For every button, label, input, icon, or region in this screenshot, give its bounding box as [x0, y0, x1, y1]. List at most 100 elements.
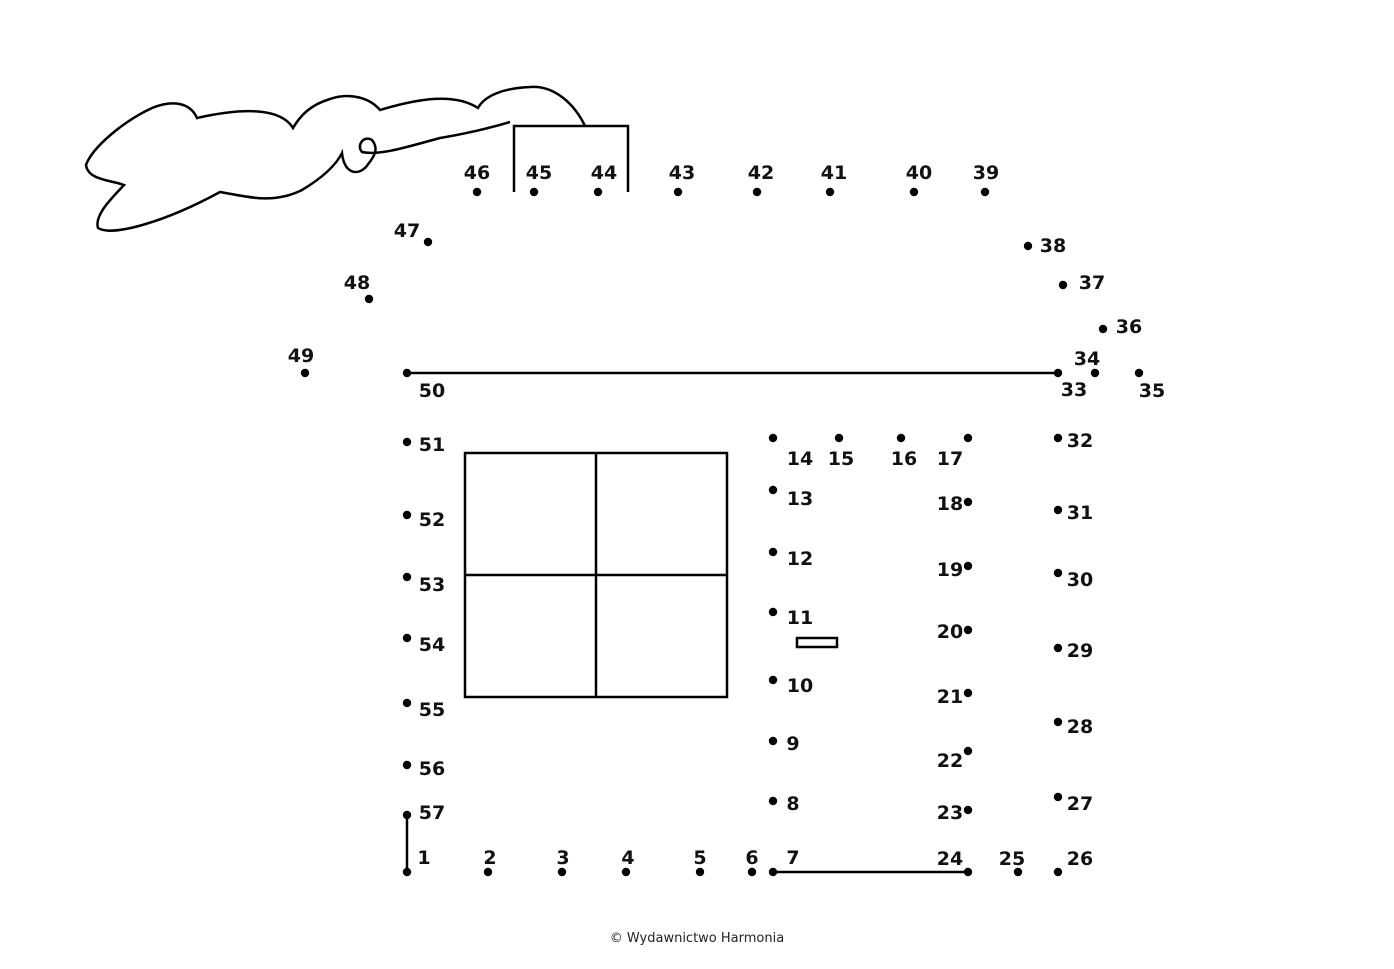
dot-label-51: 51 — [419, 434, 445, 456]
dot-39 — [980, 187, 990, 197]
dot-46 — [472, 187, 482, 197]
dot-23 — [963, 805, 973, 815]
dot-label-7: 7 — [786, 847, 799, 869]
dot-label-34: 34 — [1074, 348, 1100, 370]
dot-label-47: 47 — [394, 220, 420, 242]
dot-8 — [768, 796, 778, 806]
dot-48 — [364, 294, 374, 304]
dot-57 — [402, 810, 412, 820]
dot-16 — [896, 433, 906, 443]
dot-50 — [402, 368, 412, 378]
dot-42 — [752, 187, 762, 197]
dot-14 — [768, 433, 778, 443]
dot-label-43: 43 — [669, 162, 695, 184]
dot-44 — [593, 187, 603, 197]
dot-label-54: 54 — [419, 634, 445, 656]
dot-21 — [963, 688, 973, 698]
dot-label-16: 16 — [891, 448, 917, 470]
dot-label-14: 14 — [787, 448, 813, 470]
chimney — [512, 124, 630, 192]
dot-2 — [483, 867, 493, 877]
dot-41 — [825, 187, 835, 197]
dot-28 — [1053, 717, 1063, 727]
dot-label-3: 3 — [556, 847, 569, 869]
dot-label-53: 53 — [419, 574, 445, 596]
dot-label-9: 9 — [786, 733, 799, 755]
dot-label-4: 4 — [621, 847, 634, 869]
dot-label-38: 38 — [1040, 235, 1066, 257]
dot-27 — [1053, 792, 1063, 802]
dot-label-40: 40 — [906, 162, 932, 184]
dot-9 — [768, 736, 778, 746]
dot-31 — [1053, 505, 1063, 515]
dot-label-30: 30 — [1067, 569, 1093, 591]
dot-37 — [1058, 280, 1068, 290]
dot-11 — [768, 607, 778, 617]
dot-32 — [1053, 433, 1063, 443]
dot-label-5: 5 — [693, 847, 706, 869]
dot-label-12: 12 — [787, 548, 813, 570]
dot-47 — [423, 237, 433, 247]
dot-label-6: 6 — [745, 847, 758, 869]
dot-29 — [1053, 643, 1063, 653]
dot-1 — [402, 867, 412, 877]
smoke-outline — [84, 85, 587, 232]
dot-label-11: 11 — [787, 607, 813, 629]
dot-33 — [1053, 368, 1063, 378]
dot-label-45: 45 — [526, 162, 552, 184]
dot-26 — [1053, 867, 1063, 877]
dot-18 — [963, 497, 973, 507]
dot-label-56: 56 — [419, 758, 445, 780]
dot-label-49: 49 — [288, 345, 314, 367]
dot-label-41: 41 — [821, 162, 847, 184]
dot-15 — [834, 433, 844, 443]
dot-34 — [1090, 368, 1100, 378]
dot-24 — [963, 867, 973, 877]
dot-label-52: 52 — [419, 509, 445, 531]
copyright-text: © Wydawnictwo Harmonia — [609, 931, 785, 946]
dot-43 — [673, 187, 683, 197]
dot-label-31: 31 — [1067, 502, 1093, 524]
dot-label-23: 23 — [937, 802, 963, 824]
dot-label-20: 20 — [937, 621, 963, 643]
dot-13 — [768, 485, 778, 495]
dot-6 — [747, 867, 757, 877]
dot-label-27: 27 — [1067, 793, 1093, 815]
dot-22 — [963, 746, 973, 756]
dot-label-55: 55 — [419, 699, 445, 721]
dot-label-2: 2 — [483, 847, 496, 869]
dot-52 — [402, 510, 412, 520]
dot-45 — [529, 187, 539, 197]
dot-19 — [963, 561, 973, 571]
dot-40 — [909, 187, 919, 197]
dot-5 — [695, 867, 705, 877]
dot-label-25: 25 — [999, 848, 1025, 870]
dot-10 — [768, 675, 778, 685]
dot-53 — [402, 572, 412, 582]
dot-label-48: 48 — [344, 272, 370, 294]
dot-55 — [402, 698, 412, 708]
dot-label-8: 8 — [786, 793, 799, 815]
dot-label-24: 24 — [937, 848, 963, 870]
dot-4 — [621, 867, 631, 877]
dot-label-22: 22 — [937, 750, 963, 772]
dot-label-37: 37 — [1079, 272, 1105, 294]
dot-7 — [768, 867, 778, 877]
dot-20 — [963, 625, 973, 635]
dot-label-39: 39 — [973, 162, 999, 184]
dot-56 — [402, 760, 412, 770]
dot-51 — [402, 437, 412, 447]
dot-label-1: 1 — [417, 847, 430, 869]
dot-label-18: 18 — [937, 493, 963, 515]
dot-label-29: 29 — [1067, 640, 1093, 662]
dot-label-35: 35 — [1139, 380, 1165, 402]
dot-12 — [768, 547, 778, 557]
dot-49 — [300, 368, 310, 378]
dot-label-10: 10 — [787, 675, 813, 697]
dot-label-44: 44 — [591, 162, 617, 184]
dot-label-13: 13 — [787, 488, 813, 510]
dot-36 — [1098, 324, 1108, 334]
dot-label-33: 33 — [1061, 379, 1087, 401]
dot-35 — [1134, 368, 1144, 378]
